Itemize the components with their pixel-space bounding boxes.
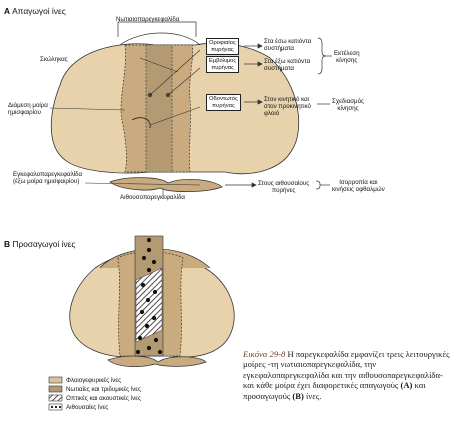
legend-swatches [48, 376, 63, 411]
fastigial-nucleus-box: Οροφιαίος πυρήνας [206, 38, 239, 56]
section-a-letter: A [4, 6, 10, 16]
label-cerebrocerebellum: Εγκεφαλοπαρεγκεφαλίδα (έξω μοίρα ημισφαι… [13, 171, 83, 186]
label-intermediate: Διάμεση μοίρα ημισφαιρίου [8, 102, 48, 117]
vestibular-dot [145, 297, 151, 303]
legend-pontocerebellar: Φλοιογεφυρικές ίνες [66, 377, 122, 384]
label-spinocerebellum: Νωτιαιοπαρεγκεφαλίδα [116, 16, 180, 23]
target-motor-cortex: Στον κινητικό και στον προκινητικό φλοιό [264, 96, 311, 118]
vestibular-dot [137, 335, 143, 341]
caption-a: (A) [400, 380, 413, 391]
caption-b: (B) [292, 390, 304, 401]
vestibular-dot [140, 282, 146, 288]
dentate-nucleus-box: Οδοντωτός πυρήνας [206, 94, 241, 112]
vestibular-dot [146, 247, 152, 253]
caption-text: Η παρεγκεφαλίδα εμφανίζει τρεις λειτουργ… [243, 349, 450, 391]
vestibular-dot [139, 309, 145, 315]
function-balance: Ισορροπία και κινήσεις οφθαλμών [332, 179, 385, 194]
section-b-title: Προσαγωγοί ίνες [12, 239, 76, 249]
vestibular-dot [144, 323, 150, 329]
target-medial-descending: Στα έσω κατιόντα συστήματα [264, 38, 312, 53]
function-execution: Εκτέλεση κίνησης [334, 50, 360, 65]
vestibular-dot [151, 315, 157, 321]
vestibular-dot [141, 255, 147, 261]
vestibular-dot [135, 349, 141, 355]
section-a-title: Απαγωγοί ίνες [12, 6, 66, 16]
figure-caption: Εικόνα 29-8 Η παρεγκεφαλίδα εμφανίζει τρ… [243, 349, 456, 401]
vestibular-dot [146, 267, 152, 273]
legend-spinal-trigeminal: Νωτιαίες και τριδυμικές ίνες [66, 386, 141, 393]
vestibular-dot [157, 349, 163, 355]
section-b-heading: B Προσαγωγοί ίνες [4, 239, 75, 249]
section-b-letter: B [4, 239, 11, 249]
label-vermis: Σκώληκας [40, 56, 68, 63]
label-vestibulocerebellum: Αιθουσοπαρεγκεφαλίδα [120, 194, 186, 201]
vestibular-fiber-dots [135, 237, 163, 355]
caption-mid: και προσαγωγούς [243, 380, 426, 401]
vestibular-dot [146, 345, 152, 351]
function-planning: Σχεδιασμός κίνησης [332, 98, 365, 113]
section-a-heading: A Απαγωγοί ίνες [4, 6, 66, 16]
vermis-a [145, 44, 173, 173]
legend-visual-auditory: Οπτικές και ακουστικές ίνες [66, 395, 141, 402]
cerebellum-a [50, 32, 300, 192]
target-lateral-descending: Στα έξω κατιόντα συστήματα [264, 58, 311, 73]
vestibular-dot [153, 337, 159, 343]
figure-number: Εικόνα 29-8 [243, 349, 286, 359]
vestibular-dot [146, 237, 152, 243]
vestibular-dot [152, 289, 158, 295]
vestibular-dot [151, 259, 157, 265]
interposed-nucleus-box: Εμβόλιμος πυρήνας [206, 56, 240, 74]
caption-end: ίνες. [306, 390, 322, 401]
legend-vestibular: Αιθουσαίες ίνες [66, 404, 109, 411]
target-vestibular-nuclei: Στους αιθουσαίους πυρήνες [258, 180, 310, 195]
cerebellum-b [69, 235, 235, 367]
